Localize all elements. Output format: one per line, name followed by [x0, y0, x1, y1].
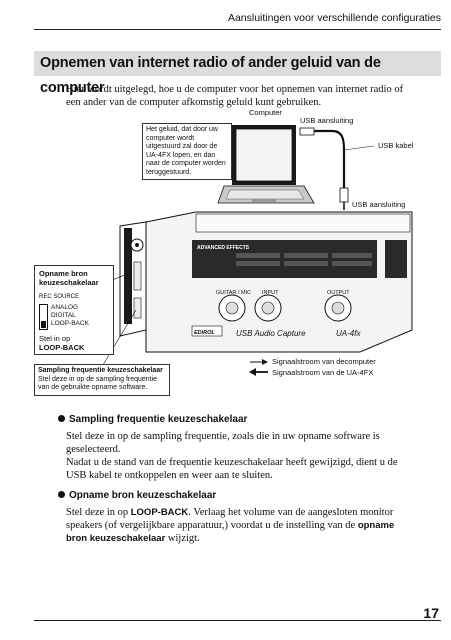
- rec-source-switch: [39, 303, 48, 330]
- sampling-para-2: Nadat u de stand van de frequentie keuze…: [66, 457, 398, 481]
- rec-source-para: Stel deze in op LOOP-BACK. Verlaag het v…: [66, 507, 395, 544]
- usb-cable: [299, 127, 375, 210]
- device-input-label: INPUT: [262, 290, 279, 296]
- rec-source-title: Opname bron keuzeschakelaar: [39, 269, 99, 287]
- usb-port-label: USB aansluiting: [300, 116, 354, 125]
- sampling-freq-callout: Sampling frequentie keuzeschakelaar Stel…: [34, 364, 170, 396]
- bullet-icon: [58, 415, 65, 422]
- device-output-label: OUTPUT: [327, 290, 350, 296]
- set-to-label: Stel in op: [39, 333, 71, 343]
- rec-source-caption: REC SOURCE: [39, 294, 80, 300]
- laptop-illustration: [217, 125, 315, 204]
- device-name-label: USB Audio Capture: [236, 329, 306, 338]
- device-brand-label: EDIROL: [194, 330, 215, 336]
- set-to-value: LOOP-BACK: [39, 342, 85, 352]
- device-side-panel: [119, 221, 147, 337]
- computer-label: Computer: [249, 108, 282, 117]
- rec-option-digital: DIGITAL: [51, 311, 76, 319]
- device-guitar-label: GUITAR / MIC: [216, 290, 251, 296]
- sampling-para-1: Stel deze in op de sampling frequentie, …: [66, 431, 380, 455]
- rec-option-loopback: LOOP-BACK: [51, 319, 89, 327]
- rec-source-heading: Opname bron keuzeschakelaar: [58, 490, 216, 501]
- intro-paragraph: Hier wordt uitgelegd, hoe u de computer …: [66, 84, 404, 108]
- ua-4fx-device: ADVANCED EFFECTS GUITAR / MIC INPUT OUTP…: [145, 211, 413, 353]
- usb-port2-label: USB aansluiting: [352, 200, 406, 209]
- device-model-label: UA-4fx: [336, 329, 361, 338]
- running-header: Aansluitingen voor verschillende configu…: [227, 12, 441, 24]
- usb-cable-label: USB kabel: [378, 141, 414, 150]
- sampling-freq-body: Stel deze in op de sampling frequentie v…: [38, 375, 158, 392]
- pc-signal-note: Het geluid, dat door uw computer wordt u…: [142, 123, 232, 180]
- rec-option-analog: ANALOG: [51, 303, 79, 311]
- page-number: 17: [423, 605, 439, 621]
- device-effects-label: ADVANCED EFFECTS: [197, 245, 250, 251]
- legend-arrows: [249, 359, 268, 376]
- legend-computer-signal: Signaalstroom van decomputer: [272, 357, 376, 366]
- sampling-freq-title: Sampling frequentie keuzeschakelaar: [38, 367, 163, 374]
- legend-device-signal: Signaalstroom van de UA-4FX: [272, 368, 374, 377]
- footer-rule: [34, 620, 441, 621]
- section-title: Opnemen van internet radio of ander gelu…: [34, 51, 441, 96]
- rec-source-callout: Opname bron keuzeschakelaar REC SOURCE A…: [34, 265, 114, 355]
- bullet-icon: [58, 491, 65, 498]
- header-rule: [34, 29, 441, 30]
- sampling-heading: Sampling frequentie keuzeschakelaar: [58, 414, 247, 425]
